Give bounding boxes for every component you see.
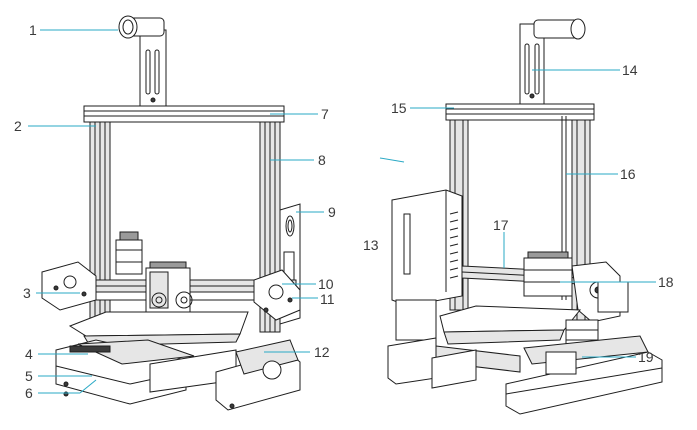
top-profile-rear [445, 103, 595, 121]
callout-19: 19 [638, 349, 654, 365]
callout-7: 7 [321, 106, 329, 122]
rear-view-printer [387, 18, 663, 415]
base-front [55, 339, 237, 405]
callout-2: 2 [14, 118, 22, 134]
print-bed-rear [439, 305, 582, 345]
spool-holder-front [118, 15, 167, 109]
callout-4: 4 [25, 346, 33, 362]
callout-6: 6 [25, 385, 33, 401]
callout-3: 3 [23, 285, 31, 301]
hotend-carriage-front [145, 261, 193, 313]
callout-15: 15 [391, 100, 407, 116]
callout-11: 11 [320, 291, 335, 307]
stray-mark [379, 157, 405, 163]
callout-13: 13 [363, 237, 379, 253]
callout-9: 9 [328, 204, 336, 220]
callout-17: 17 [493, 217, 509, 233]
psu-vent-slots [449, 211, 459, 279]
callout-16: 16 [620, 166, 636, 182]
leader-6b [79, 379, 97, 394]
callout-1: 1 [29, 22, 37, 38]
x-idler-bracket-front [253, 269, 301, 321]
callout-5: 5 [25, 368, 33, 384]
power-supply-rear [391, 189, 463, 341]
callout-12: 12 [314, 344, 330, 360]
z-motor-front [115, 231, 143, 275]
control-box-front [215, 339, 301, 411]
callout-18: 18 [658, 274, 674, 290]
spool-holder-rear [519, 18, 586, 105]
leader-lines [28, 29, 656, 394]
top-profile-front [83, 105, 285, 123]
callout-8: 8 [318, 152, 326, 168]
front-view-printer [41, 15, 301, 411]
extruder-rear [523, 251, 629, 323]
x-motor-bracket-front [41, 261, 97, 311]
callout-10: 10 [318, 276, 334, 292]
base-rear [387, 335, 663, 415]
callout-14: 14 [622, 62, 638, 78]
